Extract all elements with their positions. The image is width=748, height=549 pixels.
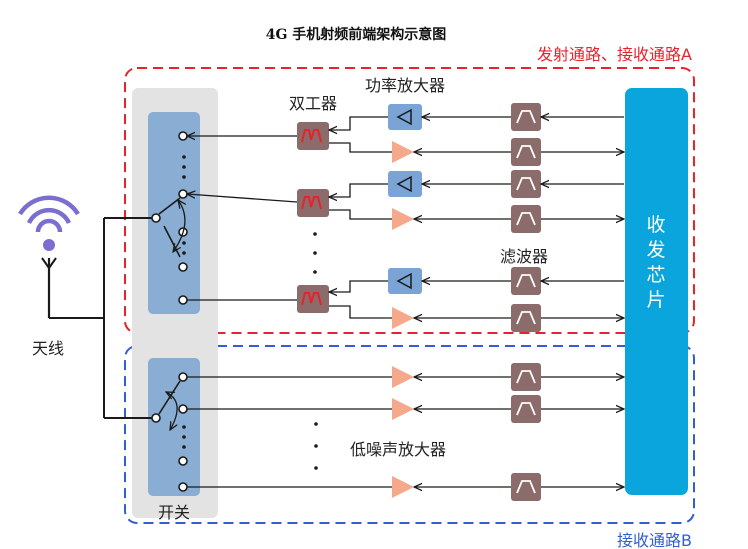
- antenna-feed-lines: [49, 217, 155, 419]
- duplexer-icon: [296, 188, 330, 218]
- low-noise-amplifier-icon: [392, 208, 414, 230]
- switch-a-internals: [151, 131, 188, 305]
- low-noise-amplifier-icon: [392, 398, 414, 420]
- duplexer-continuation-dots: [313, 232, 317, 274]
- switch-port-icon: [178, 456, 188, 466]
- power-amplifier-icon: [387, 170, 423, 198]
- power-amplifier-icon: [387, 267, 423, 295]
- region-b-continuation-dots: [314, 422, 318, 470]
- transceiver-char-3: 芯: [646, 264, 665, 286]
- bandpass-filter-icon: [510, 362, 542, 392]
- switch-common-port-icon: [151, 413, 161, 423]
- switch-port-icon: [178, 295, 188, 305]
- switch-port-icon: [178, 404, 188, 414]
- bandpass-filter-icon: [510, 266, 542, 296]
- wifi-antenna-icon: [18, 195, 80, 318]
- duplexer-icon: [296, 284, 330, 314]
- transceiver-char-1: 收: [646, 214, 665, 236]
- duplexer-icon: [296, 121, 330, 151]
- switch-port-icon: [178, 482, 188, 492]
- region-a-label: 发射通路、接收通路A: [537, 45, 692, 64]
- switch-port-icon: [178, 189, 188, 199]
- lna-label: 低噪声放大器: [350, 440, 446, 459]
- amp-to-filter-lines: [414, 117, 511, 318]
- bandpass-filter-icon: [510, 204, 542, 234]
- switch-a-panel: [148, 112, 200, 314]
- region-a-box: [124, 67, 695, 334]
- switch-port-icon: [178, 372, 188, 382]
- duplexer-label: 双工器: [289, 94, 337, 113]
- switch-port-icon: [178, 262, 188, 272]
- transceiver-chip: [625, 88, 688, 495]
- switch-to-duplexer-lines: [187, 136, 298, 301]
- bandpass-filter-icon: [510, 137, 542, 167]
- bandpass-filter-icon: [510, 394, 542, 424]
- region-b-lines: [187, 377, 624, 487]
- switch-port-icon: [178, 131, 188, 141]
- region-b-box: [124, 345, 695, 524]
- bandpass-filter-icon: [510, 102, 542, 132]
- filter-label: 滤波器: [500, 247, 548, 266]
- switch-common-port-icon: [151, 213, 161, 223]
- bandpass-filter-icon: [510, 472, 542, 502]
- duplexer-branch-lines: [329, 116, 392, 319]
- switch-label: 开关: [158, 503, 190, 522]
- low-noise-amplifier-icon: [392, 307, 414, 329]
- low-noise-amplifier-icon: [392, 141, 414, 163]
- switch-b-internals: [151, 372, 188, 492]
- transceiver-char-4: 片: [646, 289, 665, 311]
- pa-label: 功率放大器: [365, 76, 445, 95]
- switch-b-panel: [148, 358, 200, 496]
- bandpass-filter-icon: [510, 303, 542, 333]
- bandpass-filter-icon: [510, 169, 542, 199]
- low-noise-amplifier-icon: [392, 476, 414, 498]
- filter-to-transceiver-lines-a: [541, 117, 624, 318]
- diagram-title: 4G 手机射频前端架构示意图: [266, 26, 447, 43]
- power-amplifier-icon: [387, 103, 423, 131]
- transceiver-char-2: 发: [646, 239, 665, 261]
- region-b-label: 接收通路B: [617, 531, 692, 549]
- low-noise-amplifier-icon: [392, 366, 414, 388]
- antenna-label: 天线: [32, 339, 64, 358]
